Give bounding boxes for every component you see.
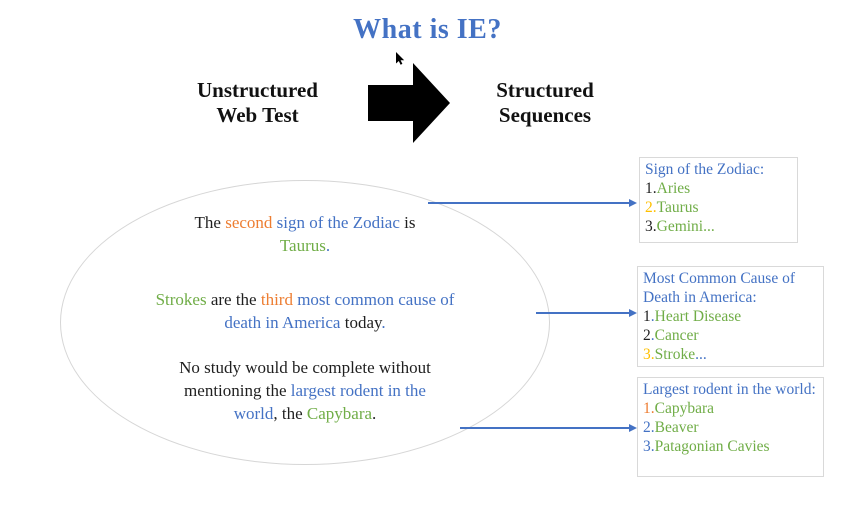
text-segment: ... bbox=[695, 346, 707, 363]
text-segment: Aries bbox=[656, 180, 691, 197]
text-segment: most common cause of death in America bbox=[224, 290, 455, 332]
list-item: 3.Gemini... bbox=[645, 217, 792, 236]
sequence-box-zodiac: Sign of the Zodiac: 1.Aries 2.Taurus 3.G… bbox=[639, 157, 798, 243]
text-segment: Patagonian Cavies bbox=[654, 438, 770, 455]
ellipse-paragraph: Strokes are the third most common cause … bbox=[60, 288, 550, 334]
text-segment: today bbox=[340, 313, 382, 332]
structured-label: Structured Sequences bbox=[496, 78, 594, 127]
connector-arrow bbox=[536, 308, 637, 318]
text-segment: is bbox=[404, 213, 416, 232]
text-segment: Cancer bbox=[654, 327, 699, 344]
right-arrow-icon bbox=[368, 63, 451, 148]
text-segment: 3. bbox=[643, 438, 655, 455]
text-segment: are the bbox=[206, 290, 261, 309]
sequence-box-death-causes: Most Common Cause of Death in America: 1… bbox=[637, 266, 824, 367]
list-item: 3.Patagonian Cavies bbox=[643, 437, 818, 456]
text-segment: Beaver bbox=[654, 419, 699, 436]
text-segment: Gemini... bbox=[656, 218, 715, 235]
list-item: 2.Taurus bbox=[645, 198, 792, 217]
text-segment: 2. bbox=[643, 419, 655, 436]
ellipse-paragraph: The second sign of the Zodiac is Taurus. bbox=[60, 211, 550, 257]
text-segment: No study would be complete without menti… bbox=[179, 358, 431, 400]
text-segment: Strokes bbox=[155, 290, 207, 309]
list-item: 1.Heart Disease bbox=[643, 307, 818, 326]
text-segment: 3. bbox=[645, 218, 657, 235]
arrowhead-icon bbox=[629, 199, 637, 207]
mouse-cursor-icon bbox=[396, 52, 406, 70]
text-segment: . bbox=[381, 313, 386, 332]
text-segment: . bbox=[372, 404, 377, 423]
page-title: What is IE? bbox=[353, 14, 502, 45]
text-segment: 2. bbox=[645, 199, 657, 216]
connector-line bbox=[460, 427, 629, 429]
text-segment: Heart Disease bbox=[654, 308, 742, 325]
list-item: 2.Cancer bbox=[643, 326, 818, 345]
text-segment: Capybara bbox=[654, 400, 715, 417]
unstructured-text-ellipse bbox=[60, 180, 550, 465]
text-segment: 2 bbox=[643, 327, 651, 344]
text-segment: The bbox=[194, 213, 226, 232]
text-segment: . bbox=[325, 236, 331, 255]
connector-line bbox=[428, 202, 629, 204]
text-segment: second bbox=[225, 213, 273, 232]
text-segment: Taurus bbox=[279, 236, 326, 255]
text-segment: 1 bbox=[643, 308, 651, 325]
box-title: Largest rodent in the world: bbox=[643, 381, 816, 398]
box-title: Most Common Cause of Death in America: bbox=[643, 270, 795, 306]
text-segment: Capybara bbox=[306, 404, 373, 423]
sequence-box-largest-rodent: Largest rodent in the world: 1.Capybara … bbox=[637, 377, 824, 477]
arrowhead-icon bbox=[629, 424, 637, 432]
text-segment: Taurus bbox=[656, 199, 699, 216]
list-item: 2.Beaver bbox=[643, 418, 818, 437]
unstructured-label: Unstructured Web Test bbox=[197, 78, 318, 127]
ellipse-paragraph: No study would be complete without menti… bbox=[60, 356, 550, 425]
text-segment: , the bbox=[273, 404, 307, 423]
connector-line bbox=[536, 312, 629, 314]
text-segment: sign of the Zodiac bbox=[272, 213, 400, 232]
list-item: 1.Aries bbox=[645, 179, 792, 198]
connector-arrow bbox=[428, 198, 637, 208]
text-segment: Stroke bbox=[654, 346, 696, 363]
list-item: 1.Capybara bbox=[643, 399, 818, 418]
connector-arrow bbox=[460, 423, 637, 433]
text-segment: . bbox=[650, 308, 655, 325]
text-segment: third bbox=[260, 290, 293, 309]
text-segment: 1. bbox=[643, 400, 655, 417]
text-segment: largest rodent in the world bbox=[233, 381, 426, 423]
box-title: Sign of the Zodiac: bbox=[645, 161, 765, 178]
list-item: 3.Stroke... bbox=[643, 345, 818, 364]
arrowhead-icon bbox=[629, 309, 637, 317]
text-segment: . bbox=[650, 327, 655, 344]
text-segment: 1. bbox=[645, 180, 657, 197]
text-segment: 3. bbox=[643, 346, 655, 363]
